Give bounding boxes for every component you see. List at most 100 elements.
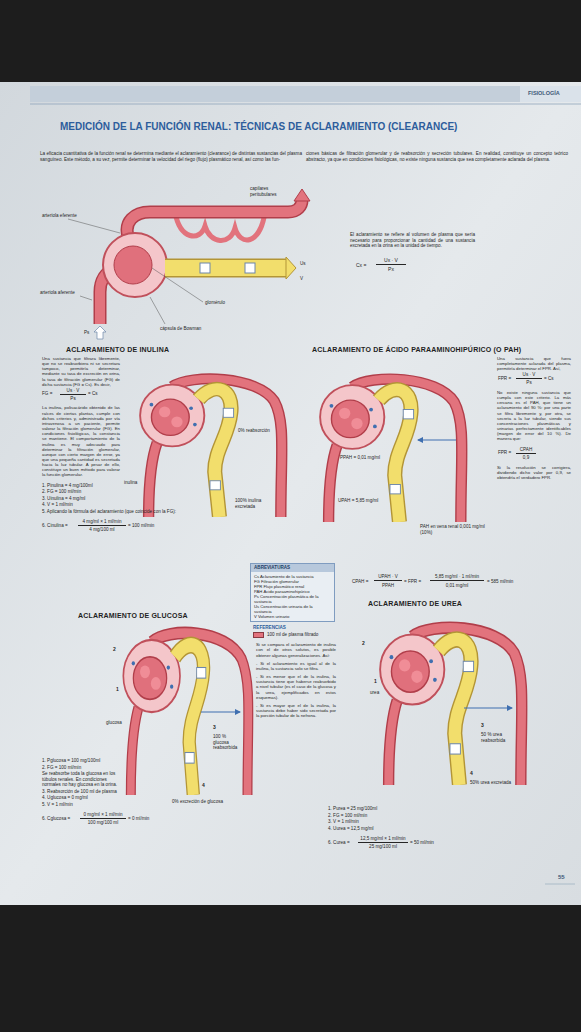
reabsorption-arrow [464,707,512,708]
abbreviation-row: PAH Ácido paraaminohipúrico [254,589,331,594]
drawing-label: 100% inulina excretada [235,498,273,509]
formula-part: = Cs [544,376,554,382]
formula-part: = 50 ml/min [410,840,434,846]
list-item: 1. Purea = 25 mg/100ml [328,806,448,812]
body-text: Una sustancia que filtrara libremente, q… [42,356,120,387]
drawing-label: inulina [124,480,144,486]
legend-row: 100 ml de plasma filtrado [253,632,318,638]
fraction-denominator: 0,9 [516,455,536,461]
formula-part: CPAH = [352,579,368,585]
list-item: 2. FG = 100 ml/min [328,813,448,819]
abbreviation-row: Ps Concentración plasmática de la sustan… [254,594,331,604]
drawing-label: Us [300,261,314,267]
drawing-label: cápsula de Bowman [160,326,220,332]
page-number: 55 [558,874,565,881]
callout-number: 4 [470,770,473,776]
body-text: La eficacia cuantitativa de la función r… [40,151,302,162]
drawing-label: 100 % glucosa reabsorbida [213,734,242,751]
body-text: - Si el aclaramiento es igual al de la i… [256,661,336,671]
section-title: ACLARAMIENTO DE INULINA [66,346,169,354]
fraction-numerator: 4 mg/ml × 1 ml/min [78,519,126,526]
formula-part: = 100 ml/min [128,523,154,529]
list-item: 3. Reabsorción de 100 ml de plasma [42,789,124,795]
drawing-label: 50 % urea reabsorbida [481,732,515,743]
formula-part: Cx = [356,262,366,268]
body-text: No existe ninguna sustancia que cumpla c… [497,390,571,442]
list-item: 4. Uurea = 12,5 mg/ml [328,826,448,832]
fraction-denominator: PPAH [374,583,402,589]
abbreviation-row: Cs Aclaramiento de la sustancia [254,574,331,579]
drawing-label: 0% reabsorción [238,428,276,434]
body-text: Si la resolución se corrigiera, dividien… [497,465,571,480]
section-title: ACLARAMIENTO DE GLUCOSA [78,612,188,620]
drawing-label: UPAH = 5,85 mg/ml [338,498,390,504]
drawing-label: V [300,276,310,282]
drawing-label: glucosa [106,720,128,726]
body-text: La inulina, polisacárido obtenido de las… [42,405,120,477]
fraction-denominator: 25 mg/100 ml [358,844,408,850]
list-item: 3. Uinulina = 4 mg/ml [42,496,162,502]
inulin-nephron [140,379,282,517]
formula-part: FPR = [498,450,511,456]
legend-swatch [253,632,264,638]
abbreviation-row: V Volumen urinario [254,614,331,619]
body-text: Si se compara el aclaramiento de inulina… [256,642,336,657]
body-text: Una sustancia que fuera completamente ac… [497,356,571,371]
section-title: ACLARAMIENTO DE ÁCIDO PARAAMINOHIPÚRICO … [312,346,521,354]
callout-number: 2 [113,646,116,652]
box-heading: ABREVIATURAS [251,564,334,572]
secretion-arrow [418,439,456,440]
fraction-denominator: Px [376,266,406,272]
formula-part: = FPR = [404,579,421,585]
list-item: 4. Uglucosa = 0 mg/ml [42,795,124,801]
fraction-numerator: UPAH · V [374,574,402,581]
formula-part: = 0 ml/min [128,816,149,822]
fraction-numerator: Ux · V [376,257,406,265]
list-item: 1. Pinulina = 4 mg/100ml [42,483,162,489]
fraction-denominator: Ps [516,380,542,386]
list-item: 2. FG = 100 ml/min [42,765,124,771]
body-text: ciones básicas de filtración glomerular … [306,151,568,162]
drawing-label: Ps [84,330,96,336]
formula-part: FG = [42,391,52,397]
formula-part: = Cs [88,391,98,397]
fraction-denominator: 100 mg/100 ml [80,820,126,826]
fraction-numerator: Us · V [516,372,542,379]
drawing-label: arteriola eferente [42,213,82,219]
formula-part: 6. Cglucosa = [42,816,70,822]
drawing-label: glomérulo [205,300,245,306]
body-text: - Si es menor que el de la inulina, la s… [256,674,336,700]
list-item: Se reabsorbe toda la glucosa en los túbu… [42,771,124,788]
abbreviation-row: Us Concentración urinaria de la sustanci… [254,604,331,614]
list-item: 5. V = 1 ml/min [42,802,124,808]
list-item: 2. FG = 100 ml/min [42,489,162,495]
legend-text: 100 ml de plasma filtrado [267,632,318,637]
glucose-nephron [123,633,248,795]
callout-number: 1 [116,686,119,692]
list-item: 5. Aplicando la fórmula del aclaramiento… [42,509,242,515]
drawing-label: 50% urea excretada [470,780,514,786]
reabsorption-arrow [201,711,240,712]
page-title: MEDICIÓN DE LA FUNCIÓN RENAL: TÉCNICAS D… [60,121,457,132]
urea-nephron [380,628,522,785]
nephron-schematic [68,189,310,339]
fraction-numerator: 0 mg/ml × 1 ml/min [80,812,126,819]
abbreviation-row: FG Filtración glomerular [254,579,331,584]
drawing-label: urea [370,690,384,696]
callout-number: 4 [202,782,205,788]
pah-nephron [320,379,462,522]
header-tab: FISIOLOGÍA [528,90,560,97]
list-item: 1. Pglucosa = 100 mg/100ml [42,758,124,764]
fraction-denominator: Ps [60,396,86,402]
formula-part: = 585 ml/min [487,579,513,585]
fraction-numerator: 12,5 mg/ml × 1 ml/min [358,836,408,843]
drawing-label: 0% excreción de glucosa [172,799,232,805]
fraction-numerator: Us · V [60,388,86,395]
callout-number: 3 [213,724,216,730]
drawing-label: capilares peritubulares [250,186,295,197]
callout-number: 2 [362,640,365,646]
drawing-label: arteriola aferente [40,290,80,296]
fraction-numerator: CPAH [516,447,536,454]
formula-part: 6. Cinulina = [42,523,68,529]
